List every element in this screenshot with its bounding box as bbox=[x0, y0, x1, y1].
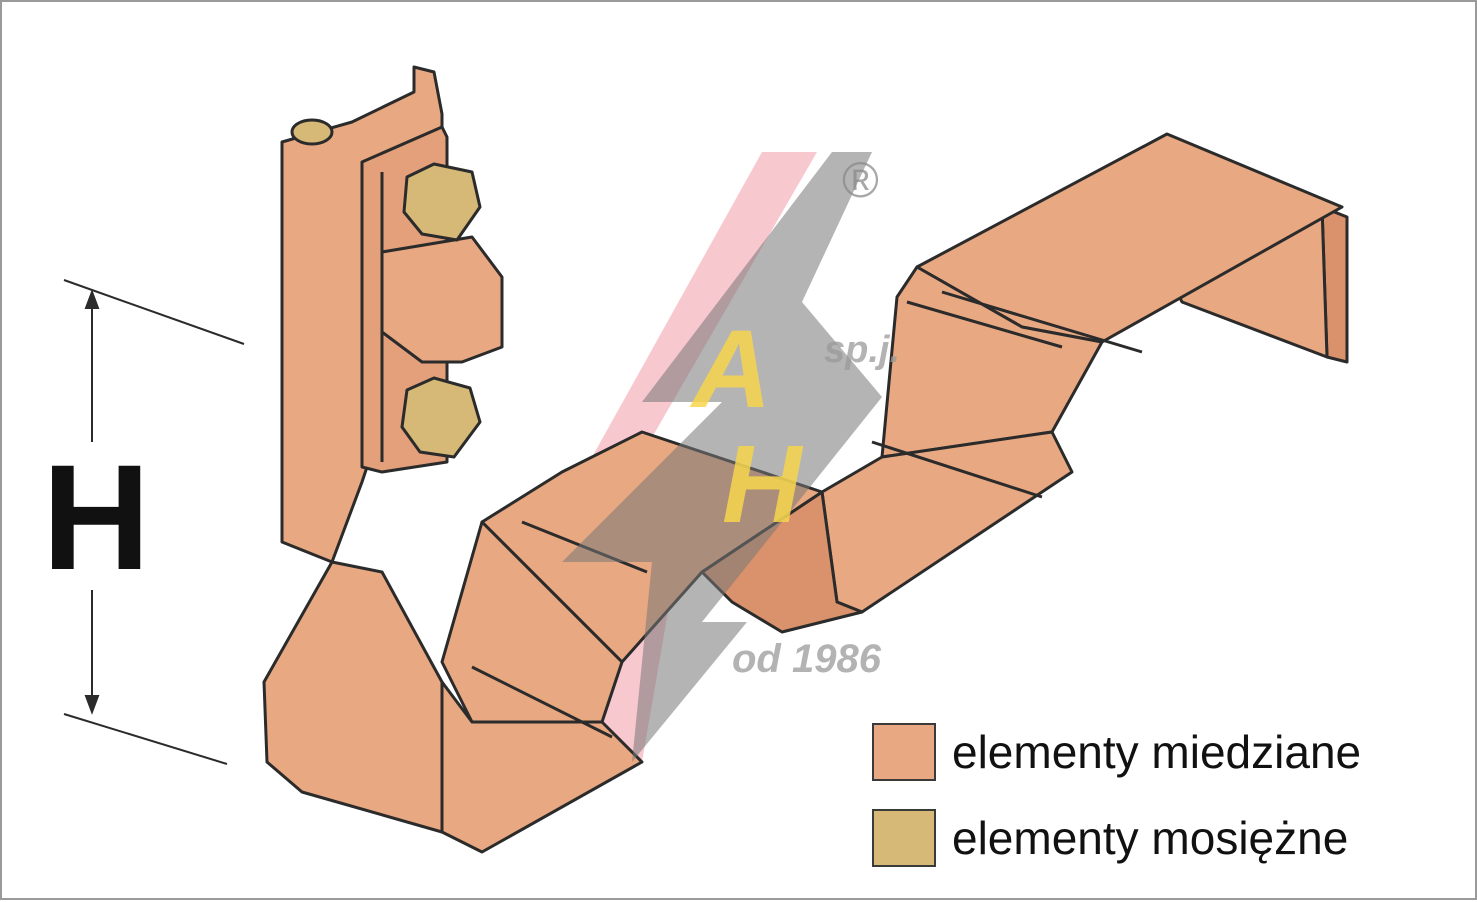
legend-label-copper: elementy miedziane bbox=[952, 726, 1362, 778]
legend: elementy miedziane elementy mosiężne bbox=[872, 718, 1462, 890]
brass-bolts bbox=[290, 118, 482, 459]
bolt-nut-bottom bbox=[400, 376, 482, 459]
watermark-trademark: ® bbox=[842, 152, 879, 208]
svg-text:H: H bbox=[722, 423, 804, 546]
bolt-thread-left bbox=[290, 118, 334, 146]
legend-swatch-copper bbox=[872, 723, 936, 781]
watermark-suffix: sp.j. bbox=[824, 329, 900, 371]
watermark-bolt-grey bbox=[562, 152, 882, 762]
legend-label-brass: elementy mosiężne bbox=[952, 812, 1349, 864]
watermark-tagline: od 1986 bbox=[732, 637, 882, 681]
legend-swatch-brass bbox=[872, 809, 936, 867]
legend-item-copper: elementy miedziane bbox=[872, 718, 1462, 786]
bolt-nut-top bbox=[402, 162, 482, 242]
dimension-H-lines bbox=[63, 279, 245, 765]
svg-text:A: A bbox=[689, 308, 771, 431]
legend-item-brass: elementy mosiężne bbox=[872, 804, 1462, 872]
dimension-label-H: H bbox=[42, 433, 151, 601]
watermark-logo-AH: A H bbox=[689, 308, 804, 546]
